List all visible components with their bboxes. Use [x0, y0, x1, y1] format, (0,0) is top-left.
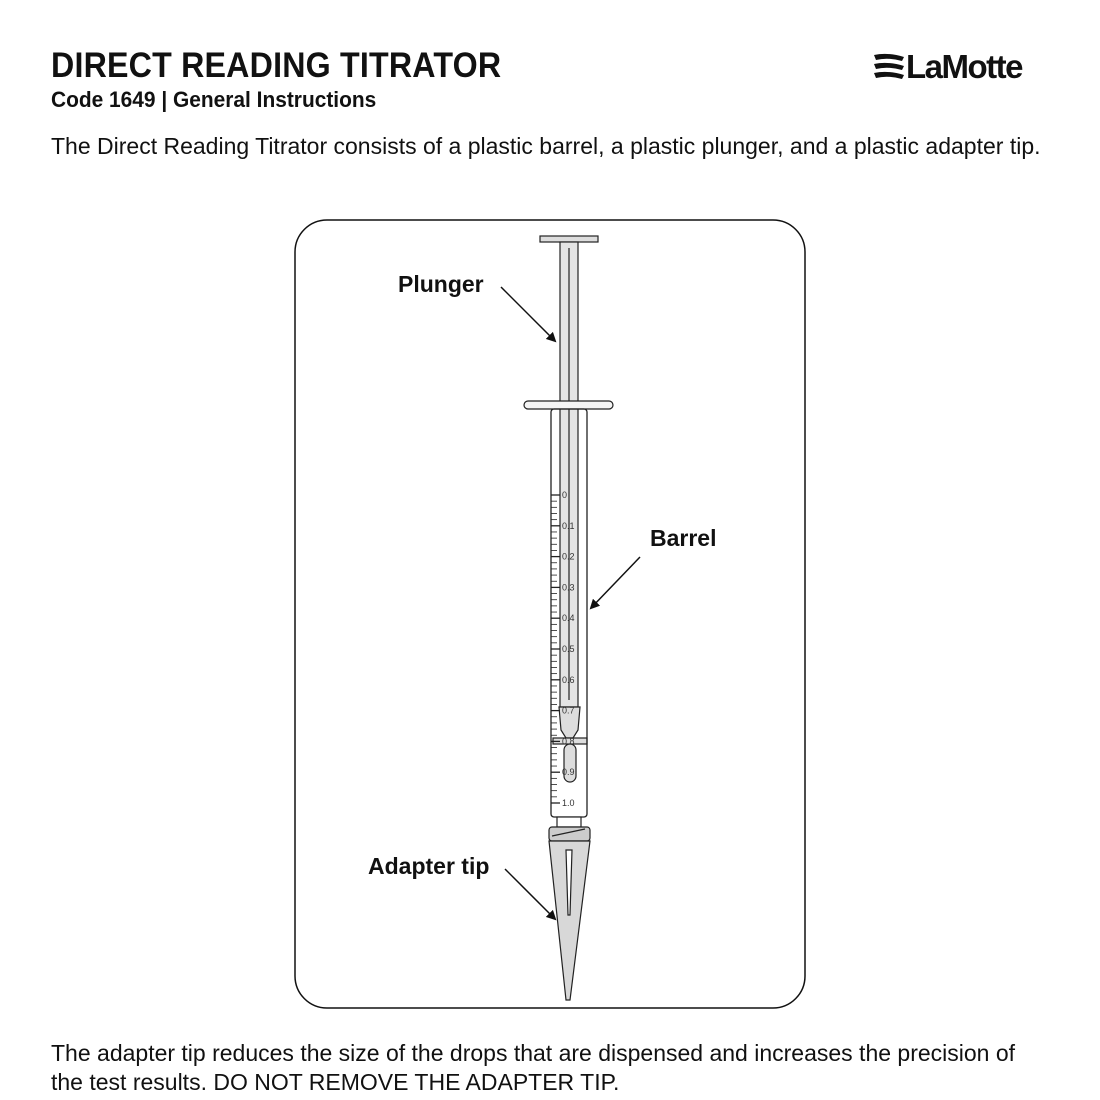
- arrow-barrel: [589, 556, 641, 610]
- scale-label: 0.6: [562, 675, 575, 685]
- scale-label: 0.3: [562, 582, 575, 592]
- label-plunger: Plunger: [398, 271, 484, 297]
- arrow-adapter-tip: [504, 868, 557, 921]
- footer-paragraph: The adapter tip reduces the size of the …: [51, 1040, 1016, 1095]
- intro-paragraph: The Direct Reading Titrator consists of …: [51, 133, 1041, 159]
- scale-label: 0.9: [562, 767, 575, 777]
- scale-label: 0.1: [562, 521, 575, 531]
- label-barrel: Barrel: [650, 525, 716, 551]
- adapter-tip: [548, 816, 591, 1001]
- scale-label: 1.0: [562, 798, 575, 808]
- lamotte-logo: LaMotte: [872, 48, 1024, 86]
- logo-flag-icon: [874, 53, 904, 79]
- scale-label: 0: [562, 490, 567, 500]
- logo-text: LaMotte: [906, 48, 1024, 85]
- plunger: [539, 235, 599, 783]
- page-subtitle: Code 1649 | General Instructions: [51, 87, 377, 112]
- label-adapter-tip: Adapter tip: [368, 853, 489, 879]
- scale-label: 0.4: [562, 613, 575, 623]
- barrel-scale: 0 0.1 0.2 0.3 0.4 0.5 0.6 0.7 0.8 0.9 1.0: [551, 490, 575, 808]
- arrow-plunger: [500, 286, 557, 343]
- scale-label: 0.5: [562, 644, 575, 654]
- scale-label: 0.2: [562, 552, 575, 562]
- scale-label: 0.8: [562, 736, 575, 746]
- barrel-flange: [523, 400, 614, 410]
- diagram-frame: [294, 219, 806, 1009]
- scale-label: 0.7: [562, 706, 575, 716]
- page-title: DIRECT READING TITRATOR: [51, 46, 502, 85]
